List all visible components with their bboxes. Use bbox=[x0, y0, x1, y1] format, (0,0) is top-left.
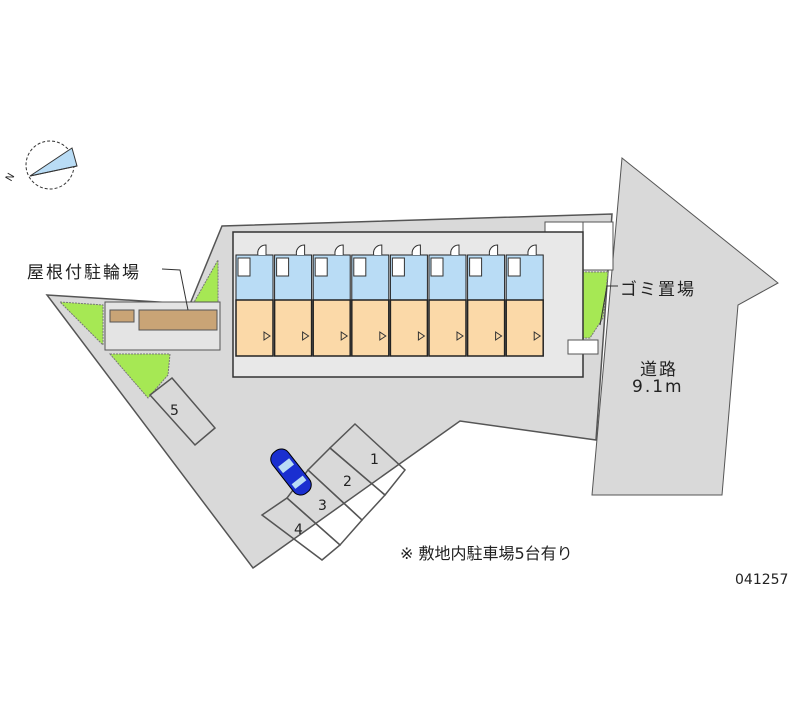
compass-icon bbox=[25, 140, 78, 190]
apartment-unit bbox=[389, 244, 429, 357]
apartment-unit bbox=[466, 244, 506, 357]
apartment-unit bbox=[312, 244, 351, 357]
apartment-unit bbox=[351, 244, 390, 357]
parking-space-1: 1 bbox=[370, 452, 379, 468]
road-label: 道路 bbox=[640, 360, 678, 380]
apartment-unit bbox=[273, 244, 313, 357]
car-icon bbox=[270, 448, 312, 496]
apartment-unit bbox=[505, 244, 544, 357]
apartment-unit bbox=[235, 244, 274, 357]
bicycle-parking-label: 屋根付駐輪場 bbox=[27, 263, 141, 283]
parking-space-2: 2 bbox=[343, 474, 352, 490]
road-width-label: 9.1m bbox=[632, 377, 684, 397]
green-area bbox=[108, 353, 171, 399]
parking-space-5: 5 bbox=[170, 403, 179, 419]
parking-space-3: 3 bbox=[318, 498, 327, 514]
apartment-unit bbox=[428, 244, 467, 357]
green-area bbox=[192, 258, 219, 305]
parking-space-4: 4 bbox=[294, 522, 303, 538]
garbage-label: ゴミ置場 bbox=[620, 280, 696, 300]
bicycle-shelter bbox=[138, 309, 218, 331]
parking-note: ※ 敷地内駐車場5台有り bbox=[400, 544, 573, 563]
green-area bbox=[58, 301, 104, 347]
property-id: 041257 bbox=[735, 572, 789, 588]
road bbox=[591, 157, 779, 496]
